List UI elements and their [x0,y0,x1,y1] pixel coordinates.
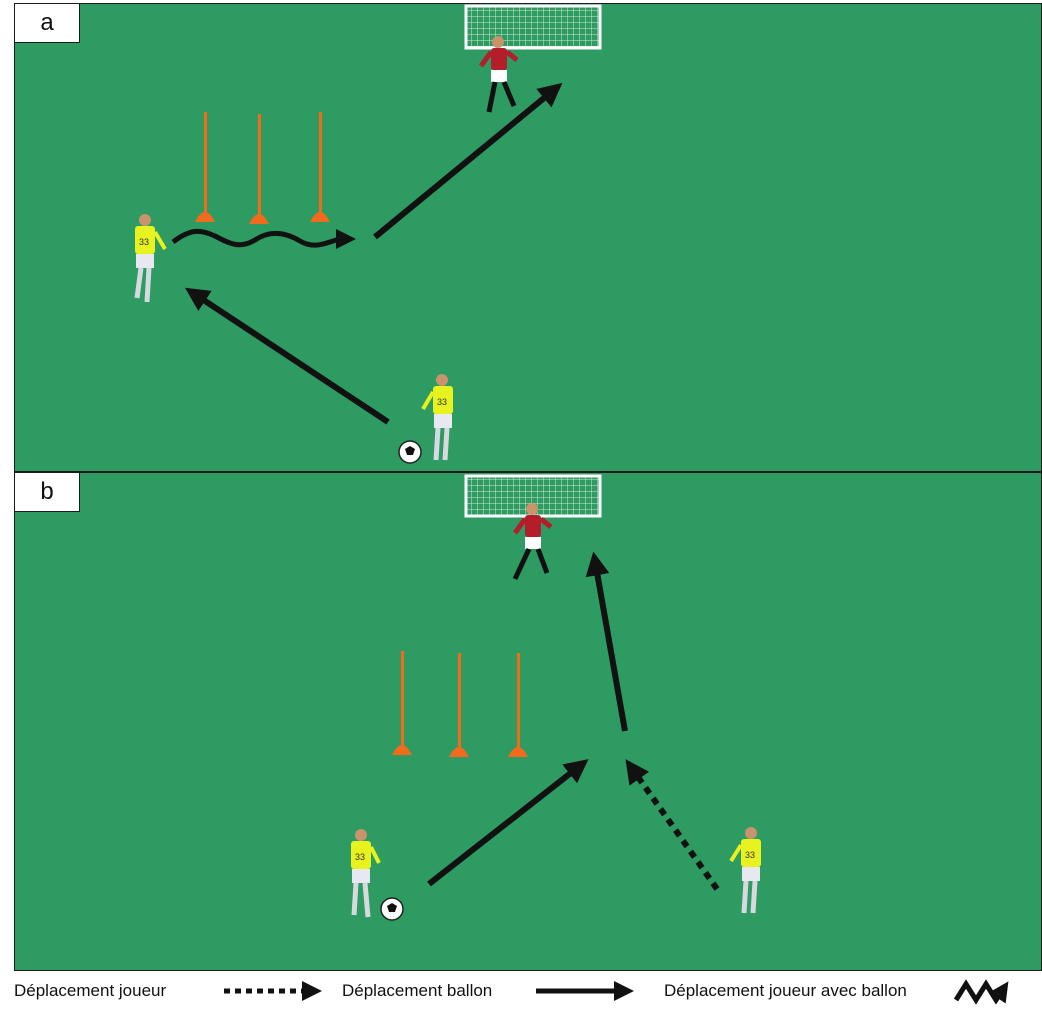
shot-arrow [373,82,563,240]
pole-cone-2 [249,114,269,224]
legend-player-with-ball: Déplacement joueur avec ballon [664,981,907,1000]
player-passer: 33 [421,374,453,461]
svg-text:33: 33 [437,397,447,407]
pole-cone-3 [310,112,330,222]
legend-player-move: Déplacement joueur [14,981,167,1000]
player-passer: 33 [351,829,381,918]
ball [398,440,422,464]
player-runner: 33 [729,827,761,914]
panel-b-drawing: 33 33 [351,474,761,921]
goal [464,4,602,50]
svg-text:33: 33 [355,852,365,862]
pass-arrow [427,759,589,887]
svg-text:33: 33 [745,850,755,860]
legend-ball-move: Déplacement ballon [342,981,493,1000]
wavy-arrow-symbol [953,979,1009,1005]
panel-label-a: a [15,4,80,43]
pole-cone-1 [195,112,215,222]
drill-panel-b: 33 33 b [14,472,1042,971]
player-receiver: 33 [134,214,167,303]
panel-a-drawing: 33 33 [134,4,602,464]
pass-arrow [184,287,390,425]
svg-text:33: 33 [139,237,149,247]
dribble-arrow [171,228,356,249]
pole-cone-3 [508,653,528,757]
pole-cone-1 [392,651,412,755]
legend-symbols [224,979,1009,1005]
panel-label-b: b [15,473,80,512]
pole-cone-2 [449,653,469,757]
legend: Déplacement joueur Déplacement ballon Dé… [14,973,1042,1013]
player-run-arrow [625,759,720,891]
goalkeeper [512,503,553,581]
ball [380,897,404,921]
shot-arrow [585,551,628,732]
drill-panel-a: 33 33 a [14,3,1042,472]
goalkeeper [478,36,519,113]
